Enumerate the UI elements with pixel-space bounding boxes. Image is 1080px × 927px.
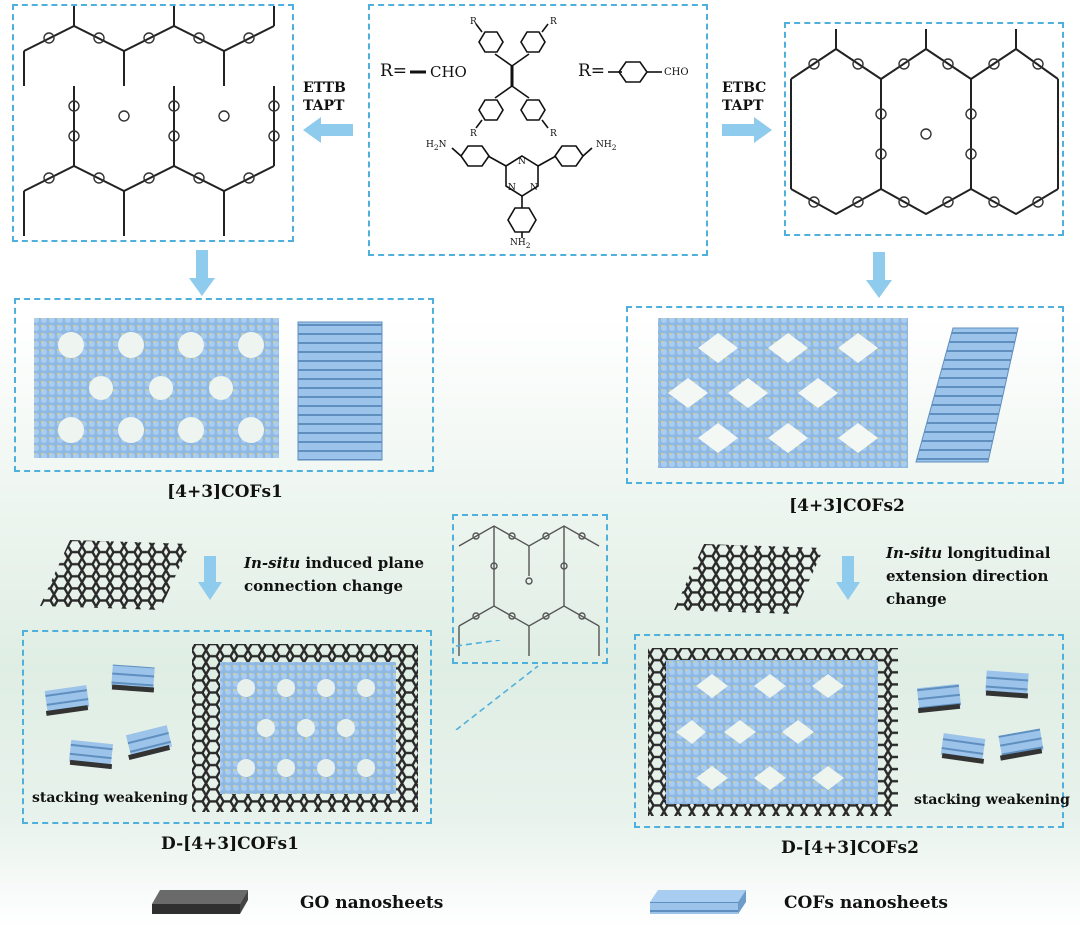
cofs2-structure-box [784, 22, 1064, 236]
dcofs1-box: stacking weakening [22, 630, 432, 824]
monomer-structures-box: R R R R N N N R= CHO R= CHO H2N NH2 NH2 [368, 4, 708, 256]
zoom-network-box [452, 514, 608, 664]
triazine-n-1: N [518, 157, 526, 167]
legend-cofs-label: COFs nanosheets [784, 893, 948, 913]
reagents-right-line1: ETBC [722, 80, 767, 96]
zoom-network-drawing [458, 525, 600, 656]
cofs2-3d-box [626, 306, 1064, 484]
go-sheet-left [40, 540, 190, 610]
step-left-line2: connection change [244, 577, 404, 595]
step-right-line1: In-situ longitudinal [886, 544, 1051, 562]
legend-go-label: GO nanosheets [300, 893, 444, 913]
step-right-line3: change [886, 590, 947, 608]
arrow-left-icon [303, 117, 353, 143]
reagents-left-line2: TAPT [303, 98, 345, 114]
cofs2-label: [4+3]COFs2 [789, 496, 905, 516]
cofs1-3d-box [14, 298, 434, 472]
r-label-right: R= [578, 61, 606, 81]
reagents-right-line2: TAPT [722, 98, 764, 114]
down-arrow-right-2-icon [836, 556, 860, 600]
r-label-left: R= [380, 61, 408, 81]
dcofs1-label: D-[4+3]COFs1 [161, 834, 299, 854]
stacking-right-label: stacking weakening [914, 792, 1070, 808]
dcofs2-label: D-[4+3]COFs2 [781, 838, 919, 858]
cofs1-label: [4+3]COFs1 [167, 482, 283, 502]
dcofs2-model [648, 648, 1044, 816]
go-nanosheet-legend-icon [152, 890, 248, 914]
cofs1-structure-box [12, 4, 294, 242]
sub-r-3: R [470, 129, 477, 139]
nh2-label-bottom: NH2 [510, 238, 531, 250]
go-sheet-right [674, 544, 824, 614]
dcofs2-box: stacking weakening [634, 634, 1070, 828]
nh2-label-right: NH2 [596, 140, 617, 152]
down-arrow-left-1-icon [189, 250, 215, 296]
reagents-left-line1: ETTB [303, 80, 346, 96]
cho-label-left: CHO [430, 63, 467, 81]
step-left-line1: In-situ induced plane [244, 554, 425, 572]
stacking-left-label: stacking weakening [32, 790, 188, 806]
sub-r-2: R [550, 17, 557, 27]
sub-r-4: R [550, 129, 557, 139]
triazine-n-2: N [508, 183, 516, 193]
h2n-label: H2N [426, 140, 447, 152]
down-arrow-right-1-icon [866, 252, 892, 298]
zoom-connector-lines [455, 640, 539, 730]
cofs2-network-drawing [790, 29, 1059, 216]
down-arrow-left-2-icon [198, 556, 222, 600]
arrow-right-icon [722, 117, 772, 143]
step-right-line2: extension direction [886, 567, 1049, 585]
sub-r-1: R [470, 17, 477, 27]
cofs2-3d-model [658, 318, 1019, 468]
dcofs1-model [44, 644, 418, 812]
cho-label-right: CHO [664, 67, 689, 78]
triazine-n-3: N [530, 183, 538, 193]
cofs-nanosheet-legend-icon [650, 890, 746, 914]
cofs1-network-drawing [23, 6, 280, 236]
monomer-structures-drawing: R R R R N N N [410, 17, 662, 238]
cofs1-3d-model [34, 318, 383, 461]
